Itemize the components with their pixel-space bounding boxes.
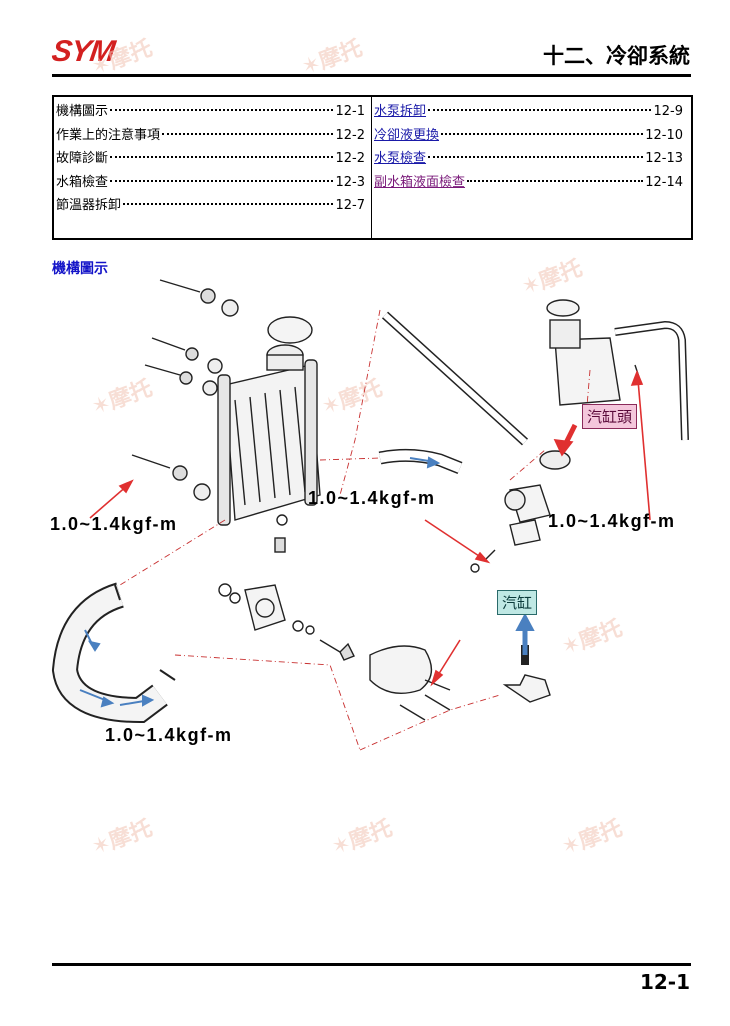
torque-label: 1.0~1.4kgf-m [105,725,233,745]
footer-divider [52,963,691,966]
torque-label: 1.0~1.4kgf-m [548,511,676,531]
cylinder-head-callout: 汽缸頭 [582,404,638,429]
reserve-tank-illustration [546,299,689,441]
radiator-illustration [217,316,321,526]
water-pump-illustration [218,583,451,721]
cooling-system-exploded-diagram [51,279,689,751]
brand-logo: SYM [49,35,117,68]
thermostat-illustration [470,450,571,573]
torque-label: 1.0~1.4kgf-m [308,488,436,508]
chapter-title: 十二、冷卻系統 [543,44,690,68]
section-heading: 機構圖示 [52,261,108,277]
torque-label: 1.0~1.4kgf-m [50,514,178,534]
page-number: 12-1 [639,970,690,994]
cylinder-callout: 汽缸 [497,590,538,615]
watermark: ✶摩托 [88,815,156,861]
watermark: ✶摩托 [328,815,396,861]
bolts-and-grommets [131,279,288,553]
header-divider [52,74,691,77]
watermark: ✶摩托 [558,815,626,861]
